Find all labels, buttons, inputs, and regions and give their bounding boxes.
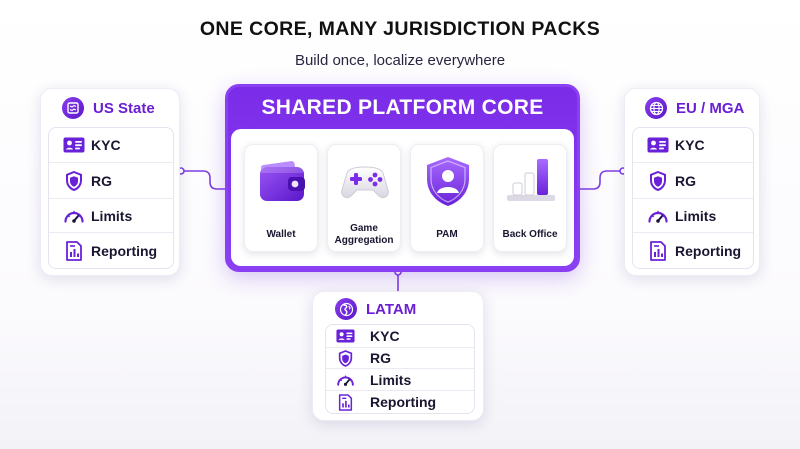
- shield-icon: [63, 171, 85, 191]
- eu-mga-item-kyc: KYC: [633, 128, 753, 163]
- americas-globe-icon: [335, 298, 357, 320]
- latam-item-label: Reporting: [370, 394, 437, 410]
- latam-item-label: RG: [370, 350, 391, 366]
- us-state-item-label: Reporting: [91, 242, 158, 259]
- id-card-icon: [647, 135, 669, 155]
- module-label: Game Aggregation: [334, 223, 394, 246]
- page-subtitle: Build once, localize everywhere: [294, 52, 506, 69]
- shield-icon: [647, 171, 669, 191]
- eu-mga-item-label: Limits: [675, 207, 717, 224]
- us-state-pack-title: US State: [93, 99, 155, 117]
- eu-mga-pack-header: EU / MGA: [645, 97, 744, 119]
- eu-mga-pack: EU / MGA KYC RG Limits Reporting: [624, 88, 760, 276]
- id-card-icon: [63, 135, 85, 155]
- us-state-item-label: KYC: [91, 137, 121, 153]
- wallet-icon: [260, 161, 305, 201]
- module-back-office: Back Office: [493, 144, 567, 252]
- report-icon: [647, 241, 669, 261]
- latam-item-label: Limits: [370, 371, 412, 388]
- eu-mga-item-reporting: Reporting: [633, 233, 753, 268]
- latam-item-reporting: Reporting: [326, 391, 474, 413]
- eu-mga-item-list: KYC RG Limits Reporting: [632, 127, 754, 269]
- us-state-item-limits: Limits: [49, 199, 173, 233]
- shared-platform-core: SHARED PLATFORM CORE Wallet Game: [225, 84, 580, 272]
- module-wallet: Wallet: [244, 144, 318, 252]
- latam-item-list: KYC RG Limits Reporting: [325, 324, 475, 414]
- core-module-area: Wallet Game Aggregation PAM: [231, 129, 574, 266]
- bar-chart-icon: [507, 159, 555, 201]
- us-state-pack: US State KYC RG Limits Reporting: [40, 88, 180, 276]
- us-state-pack-header: US State: [62, 97, 155, 119]
- us-state-item-list: KYC RG Limits Reporting: [48, 127, 174, 269]
- latam-item-rg: RG: [326, 348, 474, 369]
- core-title: SHARED PLATFORM CORE: [261, 96, 544, 119]
- connector-us: [180, 170, 225, 190]
- page-title: ONE CORE, MANY JURISDICTION PACKS: [199, 18, 601, 40]
- gauge-icon: [63, 206, 85, 226]
- report-icon: [63, 241, 85, 261]
- latam-item-kyc: KYC: [326, 325, 474, 348]
- eu-mga-item-label: RG: [675, 172, 696, 189]
- connector-eu: [580, 170, 624, 190]
- us-state-item-label: RG: [91, 172, 112, 189]
- us-state-item-reporting: Reporting: [49, 233, 173, 268]
- latam-pack-title: LATAM: [366, 300, 417, 318]
- user-shield-icon: [427, 157, 469, 206]
- gauge-icon: [647, 206, 669, 226]
- module-label: PAM: [436, 229, 458, 240]
- latam-item-label: KYC: [370, 328, 400, 344]
- eu-mga-pack-title: EU / MGA: [676, 99, 745, 117]
- gauge-icon: [334, 370, 356, 390]
- latam-item-limits: Limits: [326, 369, 474, 391]
- id-card-icon: [334, 326, 356, 346]
- eu-mga-item-limits: Limits: [633, 199, 753, 233]
- module-label: Back Office: [502, 229, 558, 240]
- report-icon: [334, 392, 356, 412]
- state-map-icon: [62, 97, 84, 119]
- module-label: Wallet: [266, 229, 296, 240]
- us-state-item-rg: RG: [49, 163, 173, 199]
- eu-mga-item-rg: RG: [633, 163, 753, 199]
- shield-icon: [334, 348, 356, 368]
- module-pam: PAM: [410, 144, 484, 252]
- latam-pack-header: LATAM: [335, 298, 416, 320]
- globe-icon: [645, 97, 667, 119]
- eu-mga-item-label: Reporting: [675, 242, 742, 259]
- gamepad-icon: [341, 166, 389, 199]
- eu-mga-item-label: KYC: [675, 137, 705, 153]
- us-state-item-kyc: KYC: [49, 128, 173, 163]
- latam-pack: LATAM KYC RG Limits Reporting: [312, 291, 484, 421]
- module-game-aggregation: Game Aggregation: [327, 144, 401, 252]
- us-state-item-label: Limits: [91, 207, 133, 224]
